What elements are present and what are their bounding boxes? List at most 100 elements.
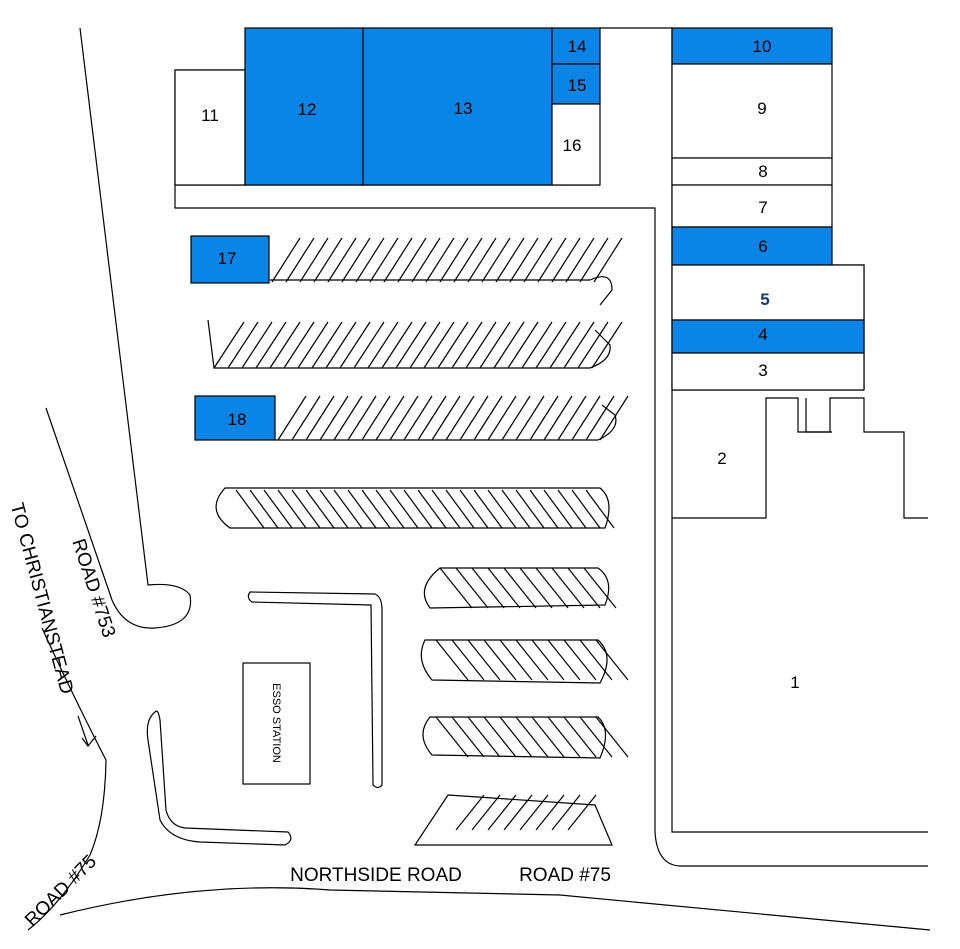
- parking-stall: [375, 395, 405, 441]
- parking-stall: [395, 321, 427, 369]
- parking-stall: [425, 237, 455, 283]
- unit-12[interactable]: [244, 27, 364, 186]
- parking-stall: [487, 794, 517, 831]
- parking-stall: [531, 716, 565, 758]
- parking-stall: [547, 639, 581, 681]
- parking-stall: [473, 395, 503, 441]
- parking-row-1: [270, 276, 613, 306]
- parking-stall: [591, 321, 623, 369]
- unit-8-label: 8: [758, 162, 767, 181]
- parking-stall: [333, 489, 363, 529]
- unit-11-label: 11: [201, 106, 219, 125]
- parking-stall: [271, 237, 301, 283]
- unit-6-label: 6: [758, 237, 767, 256]
- parking-stall: [535, 794, 565, 831]
- parking-stall: [487, 489, 517, 529]
- parking-row-6: [420, 639, 608, 684]
- parking-stall: [521, 321, 553, 369]
- to-christiansted-label: TO CHRISTIANSTEAD: [6, 501, 77, 697]
- parking-stall: [599, 395, 629, 441]
- parking-stall: [515, 489, 545, 529]
- road-75-bottom-label: ROAD #75: [519, 865, 611, 886]
- parking-stall: [431, 395, 461, 441]
- unit-17[interactable]: [190, 235, 270, 284]
- parking-stall: [435, 716, 469, 758]
- parking-stall: [493, 321, 525, 369]
- parking-stall: [567, 794, 597, 831]
- parking-stall: [499, 639, 533, 681]
- parking-stall: [389, 489, 419, 529]
- parking-stall: [563, 321, 595, 369]
- unit-5-label: 5: [760, 290, 769, 309]
- parking-row-4: [215, 487, 610, 529]
- parking-stall: [409, 321, 441, 369]
- unit-3-label: 3: [758, 361, 767, 380]
- unit-7[interactable]: [671, 184, 833, 228]
- parking-stall: [435, 639, 469, 681]
- parking-stall: [499, 716, 533, 758]
- unit-16-label: 16: [563, 136, 582, 155]
- unit-8[interactable]: [671, 157, 833, 186]
- parking-stall: [381, 321, 413, 369]
- parking-stall: [423, 321, 455, 369]
- parking-stall: [565, 237, 595, 283]
- esso-station[interactable]: ESSO STATION: [242, 662, 311, 785]
- unit-5[interactable]: [671, 264, 865, 321]
- unit-13[interactable]: [362, 27, 553, 186]
- parking-stall: [593, 237, 623, 283]
- unit-2-label: 2: [717, 449, 726, 468]
- parking-stall: [325, 321, 357, 369]
- unit-16[interactable]: [551, 103, 601, 186]
- unit-14[interactable]: [551, 27, 601, 65]
- parking-stall: [397, 237, 427, 283]
- parking-stall: [531, 639, 565, 681]
- unit-15-label: 15: [568, 76, 587, 95]
- parking-stall: [483, 639, 517, 681]
- parking-stall: [519, 567, 553, 609]
- parking-stall: [467, 716, 501, 758]
- unit-3[interactable]: [671, 352, 865, 391]
- direction-arrow-icon: [77, 715, 97, 747]
- unit-18-label: 18: [228, 410, 247, 429]
- parking-stall: [551, 567, 585, 609]
- unit-15[interactable]: [551, 63, 601, 105]
- parking-stall: [547, 716, 581, 758]
- parking-stall: [285, 237, 315, 283]
- parking-row-3: [275, 404, 617, 441]
- parking-stall: [523, 237, 553, 283]
- parking-row-7: [422, 716, 607, 759]
- parking-stall: [579, 639, 613, 681]
- parking-stall: [529, 395, 559, 441]
- unit-10[interactable]: [671, 27, 833, 65]
- unit-9[interactable]: [671, 63, 833, 159]
- parking-stall: [255, 321, 287, 369]
- parking-stall: [487, 567, 521, 609]
- unit-10-label: 10: [753, 37, 772, 56]
- unit-4[interactable]: [671, 319, 865, 354]
- parking-stall: [277, 489, 307, 529]
- parking-stall: [369, 237, 399, 283]
- parking-stall: [543, 489, 573, 529]
- parking-stall: [515, 395, 545, 441]
- parking-stall: [299, 237, 329, 283]
- parking-stall: [311, 321, 343, 369]
- parking-stall: [439, 567, 473, 609]
- parking-stall: [507, 321, 539, 369]
- parking-row-8: [413, 794, 613, 846]
- parking-stall: [269, 321, 301, 369]
- parking-stall: [445, 489, 475, 529]
- parking-stall: [479, 321, 511, 369]
- parking-stall: [459, 489, 489, 529]
- unit-11[interactable]: [174, 69, 246, 186]
- unit-18[interactable]: [194, 395, 276, 441]
- parking-stall: [283, 321, 315, 369]
- parking-stall: [567, 567, 601, 609]
- parking-stall: [467, 237, 497, 283]
- parking-stall: [551, 237, 581, 283]
- parking-stall: [451, 321, 483, 369]
- parking-stall: [571, 489, 601, 529]
- parking-stall: [471, 794, 501, 831]
- unit-6[interactable]: [671, 226, 833, 266]
- parking-stall: [327, 237, 357, 283]
- parking-stall: [515, 639, 549, 681]
